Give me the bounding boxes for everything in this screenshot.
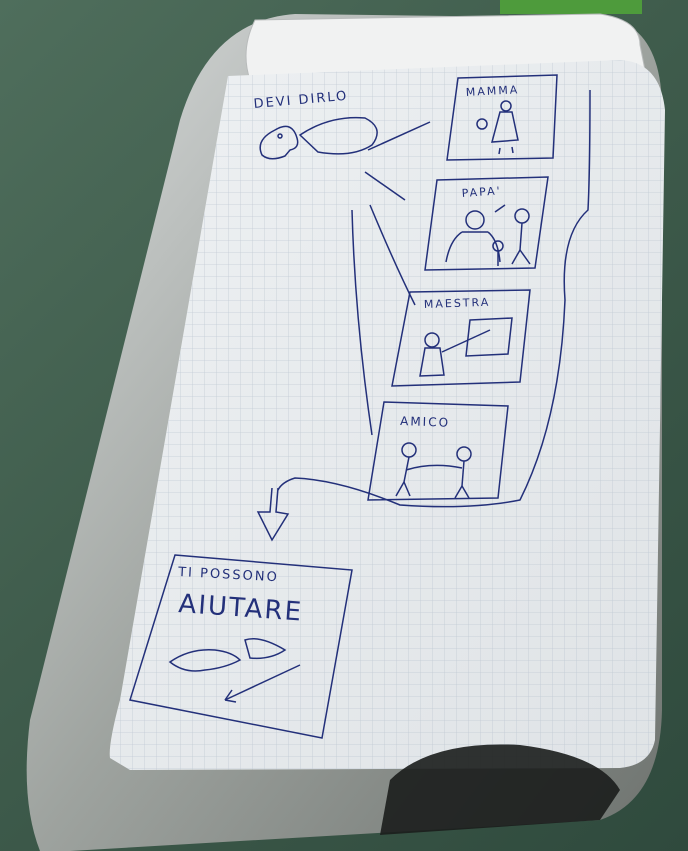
box-maestra-label: MAESTRA bbox=[424, 296, 491, 311]
box-amico-label: AMICO bbox=[400, 414, 450, 430]
green-tab bbox=[500, 0, 642, 14]
box-papa-label: PAPA' bbox=[461, 184, 502, 200]
